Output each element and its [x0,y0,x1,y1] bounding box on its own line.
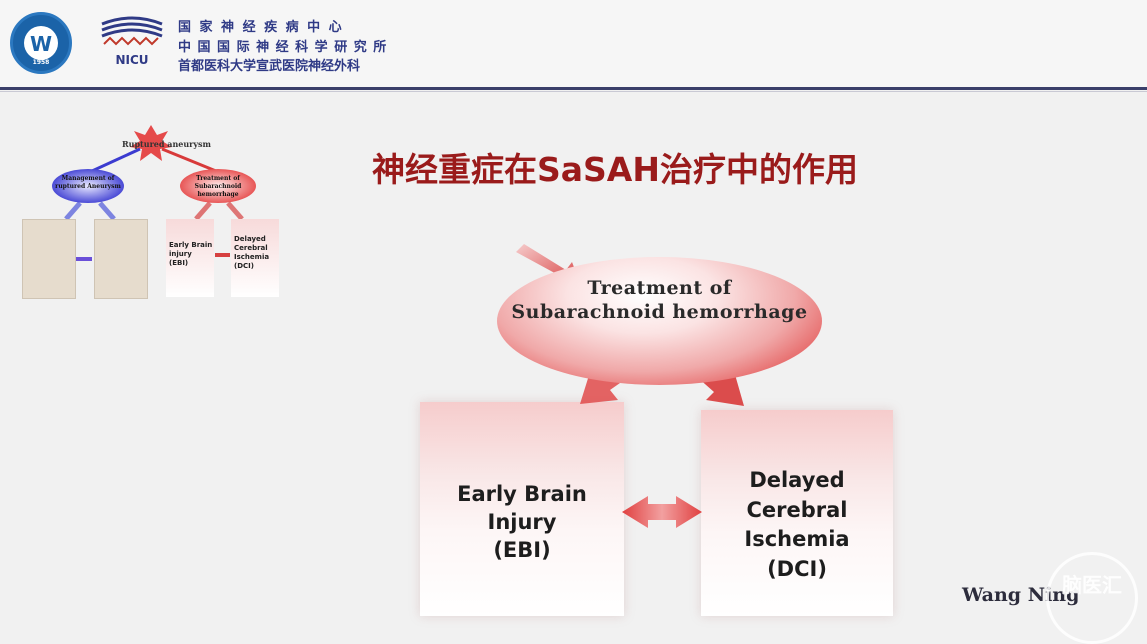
thumb-management-line-2: ruptured Aneurysm [55,183,121,190]
thumb-ebi-line-3: (EBI) [169,259,189,267]
dci-line-3: Ischemia [744,527,850,551]
thumb-treatment-line-1: Treatment of [196,175,240,182]
thumbnail-connectors [64,125,244,261]
seal-w-mark: W [29,32,53,56]
header-divider [0,87,1147,90]
university-seal-logo: W 1958 [10,12,72,74]
thumb-ebi-line-1: Early Brain [169,241,213,249]
thumb-management-line-1: Management of [61,175,115,182]
seal-year: 1958 [32,59,50,66]
slide-header [0,0,1147,88]
institution-line-2: 中 国 国 际 神 经 科 学 研 究 所 [178,40,388,55]
watermark-logo: 脑医汇 [1046,552,1138,644]
watermark-text: 脑医汇 [1062,573,1122,597]
dci-line-4: (DCI) [767,557,827,581]
thumb-ebi-line-2: injury [169,250,192,258]
thumb-dci-line-3: Ischemia [234,253,270,261]
double-arrow [622,496,702,528]
dci-box: Delayed Cerebral Ischemia (DCI) [701,410,893,616]
ebi-box: Early Brain Injury (EBI) [420,402,624,616]
ebi-line-2: Injury [487,510,557,534]
header-divider-thin [0,91,1147,92]
institution-line-1: 国 家 神 经 疾 病 中 心 [178,20,344,35]
burst-icon [130,125,172,161]
thumb-dci-line-4: (DCI) [234,262,254,270]
thumb-anatomy-image-left [22,219,76,299]
thumb-root-label: Ruptured aneurysm [122,139,211,149]
thumb-dci-line-1: Delayed [234,235,266,243]
treatment-line-2: Subarachnoid hemorrhage [511,301,808,323]
thumb-dci-line-2: Cerebral [234,244,268,252]
thumb-treatment-line-2: Subarachnoid hemorrhage [194,183,242,198]
treatment-sah-node: Treatment of Subarachnoid hemorrhage [497,257,822,385]
treatment-line-1: Treatment of [587,277,732,299]
nicu-label: NICU [115,53,148,67]
slide-title: 神经重症在SaSAH治疗中的作用 [372,150,858,189]
nicu-logo: NICU [101,16,163,67]
institution-line-3: 首都医科大学宣武医院神经外科 [178,59,361,74]
thumb-anatomy-image-right [94,219,148,299]
dci-line-1: Delayed [749,468,845,492]
ebi-line-3: (EBI) [493,538,551,562]
ebi-line-1: Early Brain [457,482,587,506]
dci-line-2: Cerebral [746,498,848,522]
